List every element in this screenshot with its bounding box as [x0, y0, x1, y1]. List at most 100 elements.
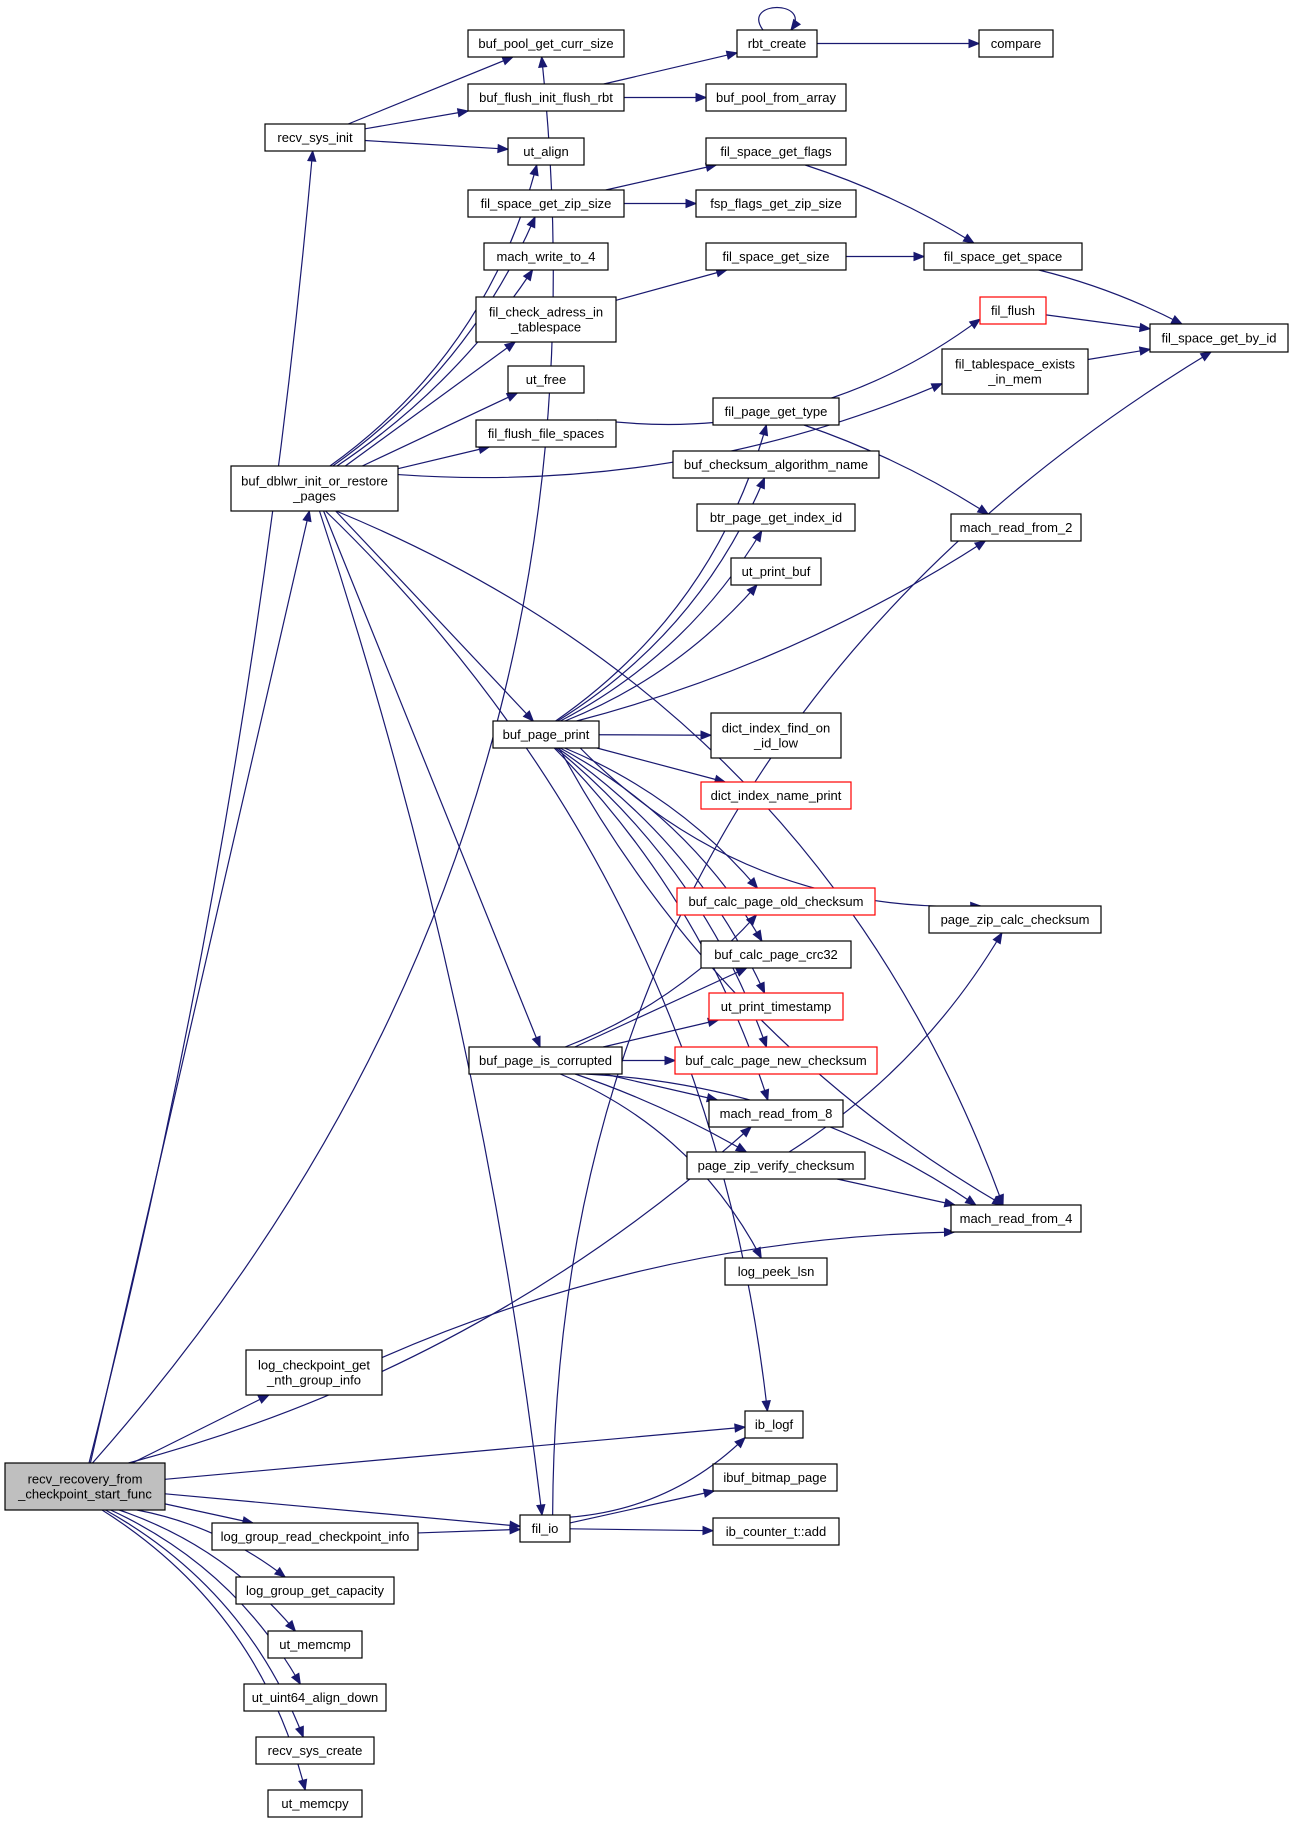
- edge-path: [615, 269, 727, 301]
- edge-buf_dblwr_init_or_restore_pages-to-fil_io: [318, 510, 546, 1517]
- node-log-checkpoint-get-nth-group-info[interactable]: log_checkpoint_get_nth_group_info: [245, 1349, 383, 1396]
- node-btr-page-get-index-id[interactable]: btr_page_get_index_id: [696, 503, 856, 532]
- node-label: dict_index_name_print: [711, 788, 842, 803]
- edge-fil_space_get_space-to-fil_space_get_by_id: [1038, 269, 1184, 325]
- node-log-group-read-checkpoint-info[interactable]: log_group_read_checkpoint_info: [211, 1522, 419, 1551]
- edge-root-to-mach_read_from_8: [128, 1126, 752, 1464]
- edge-path: [89, 510, 310, 1464]
- node-compare[interactable]: compare: [978, 29, 1054, 58]
- node-log-group-get-capacity[interactable]: log_group_get_capacity: [235, 1576, 395, 1605]
- edge-root-to-log_checkpoint_get_nth_group_info: [131, 1394, 271, 1464]
- node-dict-index-find-on-id-low[interactable]: dict_index_find_on_id_low: [710, 712, 842, 759]
- edge-root-to-ib_logf: [164, 1423, 747, 1480]
- edge-path: [579, 747, 981, 908]
- node-mach-read-from-2[interactable]: mach_read_from_2: [950, 513, 1082, 542]
- node-buf-page-print[interactable]: buf_page_print: [492, 720, 600, 749]
- node-ut-memcpy[interactable]: ut_memcpy: [267, 1789, 363, 1818]
- node-buf-flush-init-flush-rbt[interactable]: buf_flush_init_flush_rbt: [467, 83, 625, 112]
- node-mach-write-to-4[interactable]: mach_write_to_4: [483, 242, 609, 271]
- edge-arrowhead: [257, 1394, 271, 1404]
- node-box: [267, 1789, 363, 1818]
- node-ib-logf[interactable]: ib_logf: [744, 1410, 804, 1439]
- node-label: ut_memcmp: [279, 1637, 351, 1652]
- edge-path: [362, 392, 518, 467]
- edge-arrowhead: [991, 1195, 1005, 1206]
- edge-log_checkpoint_get_nth_group_info-to-mach_read_from_4: [381, 1227, 956, 1359]
- node-mach-read-from-8[interactable]: mach_read_from_8: [708, 1099, 844, 1128]
- node-ut-memcmp[interactable]: ut_memcmp: [267, 1630, 363, 1659]
- node-label: fil_tablespace_exists: [955, 357, 1075, 372]
- edge-buf_page_print-to-ut_print_buf: [564, 583, 758, 722]
- node-buf-pool-from-array[interactable]: buf_pool_from_array: [705, 83, 847, 112]
- node-root[interactable]: recv_recovery_from_checkpoint_start_func: [4, 1462, 166, 1511]
- edge-path: [803, 424, 989, 515]
- edge-arrowhead: [973, 540, 987, 551]
- node-label: mach_write_to_4: [497, 249, 596, 264]
- node-buf-calc-page-old-checksum[interactable]: buf_calc_page_old_checksum: [676, 887, 876, 916]
- node-fsp-flags-get-zip-size[interactable]: fsp_flags_get_zip_size: [695, 189, 857, 218]
- node-ib-counter-t-add[interactable]: ib_counter_t::add: [712, 1517, 840, 1546]
- node-fil-tablespace-exists-in-mem[interactable]: fil_tablespace_exists_in_mem: [941, 348, 1089, 395]
- edge-path: [131, 1394, 270, 1464]
- edge-arrowhead: [695, 92, 708, 103]
- node-fil-space-get-zip-size[interactable]: fil_space_get_zip_size: [467, 189, 625, 218]
- node-label: page_zip_calc_checksum: [941, 912, 1090, 927]
- node-fil-space-get-by-id[interactable]: fil_space_get_by_id: [1149, 323, 1289, 353]
- node-mach-read-from-4[interactable]: mach_read_from_4: [950, 1204, 1082, 1233]
- edge-arrowhead: [756, 476, 766, 490]
- node-buf-calc-page-new-checksum[interactable]: buf_calc_page_new_checksum: [674, 1046, 878, 1075]
- node-dict-index-name-print[interactable]: dict_index_name_print: [700, 781, 852, 810]
- edge-buf_dblwr_init_or_restore_pages-to-fil_check_adress_in_tablespace: [344, 341, 517, 467]
- node-label: ibuf_bitmap_page: [723, 1470, 826, 1485]
- edge-buf_flush_init_flush_rbt-to-rbt_create: [603, 50, 739, 85]
- node-ut-print-timestamp[interactable]: ut_print_timestamp: [708, 992, 844, 1021]
- edge-arrowhead: [531, 1035, 541, 1049]
- node-buf-dblwr-init-or-restore-pages[interactable]: buf_dblwr_init_or_restore_pages: [230, 465, 399, 512]
- node-fil-flush[interactable]: fil_flush: [979, 296, 1047, 325]
- node-rbt-create[interactable]: rbt_create: [736, 29, 818, 58]
- node-label: page_zip_verify_checksum: [698, 1158, 855, 1173]
- node-fil-space-get-space[interactable]: fil_space_get_space: [923, 242, 1083, 271]
- node-fil-io[interactable]: fil_io: [519, 1514, 571, 1543]
- edge-arrowhead: [913, 251, 926, 262]
- node-layer: recv_recovery_from_checkpoint_start_func…: [4, 29, 1289, 1818]
- node-fil-space-get-flags[interactable]: fil_space_get_flags: [705, 137, 847, 166]
- node-page-zip-verify-checksum[interactable]: page_zip_verify_checksum: [686, 1151, 866, 1180]
- node-fil-flush-file-spaces[interactable]: fil_flush_file_spaces: [475, 419, 617, 448]
- node-fil-check-adress-in-tablespace[interactable]: fil_check_adress_in_tablespace: [475, 296, 617, 343]
- node-buf-calc-page-crc32[interactable]: buf_calc_page_crc32: [700, 940, 852, 969]
- node-ut-uint64-align-down[interactable]: ut_uint64_align_down: [243, 1683, 387, 1712]
- node-buf-checksum-algorithm-name[interactable]: buf_checksum_algorithm_name: [672, 450, 880, 479]
- node-label: log_group_read_checkpoint_info: [221, 1529, 410, 1544]
- node-box: [468, 1046, 623, 1075]
- node-label: fil_space_get_flags: [720, 144, 832, 159]
- edge-arrowhead: [1138, 346, 1152, 356]
- node-page-zip-calc-checksum[interactable]: page_zip_calc_checksum: [928, 905, 1102, 934]
- node-box: [672, 450, 880, 479]
- node-label: fil_page_get_type: [725, 404, 828, 419]
- node-recv-sys-init[interactable]: recv_sys_init: [264, 123, 366, 152]
- edge-arrowhead: [1199, 351, 1213, 362]
- edge-arrowhead: [962, 233, 975, 244]
- node-buf-page-is-corrupted[interactable]: buf_page_is_corrupted: [468, 1046, 623, 1075]
- edge-root-to-recv_sys_init: [88, 149, 317, 1464]
- node-box: [708, 1099, 844, 1128]
- node-label: _checkpoint_start_func: [17, 1487, 152, 1502]
- edge-path: [560, 1073, 762, 1259]
- node-ibuf-bitmap-page[interactable]: ibuf_bitmap_page: [712, 1463, 838, 1492]
- node-box: [978, 29, 1054, 58]
- edge-buf_page_print-to-buf_calc_page_old_checksum: [564, 747, 759, 890]
- node-ut-align[interactable]: ut_align: [507, 137, 585, 166]
- node-ut-free[interactable]: ut_free: [507, 365, 585, 394]
- node-box: [483, 242, 609, 271]
- node-box: [211, 1522, 419, 1551]
- node-fil-space-get-size[interactable]: fil_space_get_size: [705, 242, 847, 271]
- edge-path: [364, 139, 509, 150]
- node-ut-print-buf[interactable]: ut_print_buf: [730, 557, 822, 586]
- node-box: [708, 992, 844, 1021]
- node-fil-page-get-type[interactable]: fil_page_get_type: [712, 397, 840, 426]
- node-recv-sys-create[interactable]: recv_sys_create: [255, 1736, 375, 1765]
- node-buf-pool-get-curr-size[interactable]: buf_pool_get_curr_size: [467, 29, 625, 58]
- node-log-peek-lsn[interactable]: log_peek_lsn: [724, 1257, 828, 1286]
